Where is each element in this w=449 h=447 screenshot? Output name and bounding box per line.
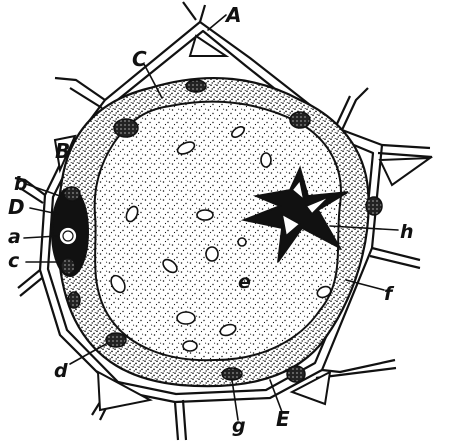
wall-branch-bottom (175, 400, 186, 440)
label-B: B (55, 139, 70, 163)
space-right (380, 158, 430, 185)
label-a: a (8, 226, 21, 248)
label-d: d (54, 360, 68, 382)
label-A: A (224, 3, 241, 27)
wall-branch-top-right (336, 88, 368, 130)
wall-branch-right (378, 145, 432, 157)
label-c: c (8, 250, 20, 272)
nucleolus (59, 227, 77, 245)
label-g: g (232, 415, 246, 437)
label-D: D (8, 195, 25, 219)
nucleus-granule-bottom (61, 258, 75, 274)
label-C: C (132, 47, 147, 71)
wall-branch-right-2 (370, 248, 420, 268)
label-b: b (14, 173, 28, 195)
wall-branch-top-left (55, 78, 105, 108)
wall-branch-left-2 (18, 270, 42, 296)
label-f: f (384, 283, 395, 305)
label-e: e (238, 271, 251, 293)
wall-branch-top (183, 2, 205, 22)
vacuole (95, 102, 341, 361)
label-h: h (400, 221, 414, 243)
label-E: E (276, 407, 290, 431)
nucleus-granule-top (64, 187, 80, 201)
